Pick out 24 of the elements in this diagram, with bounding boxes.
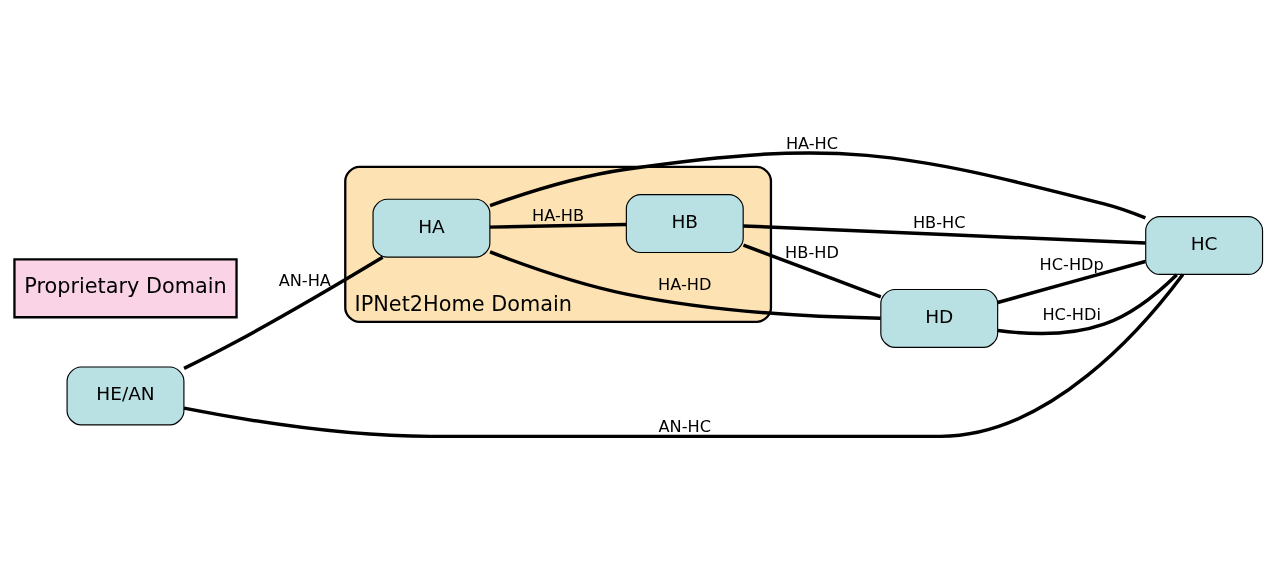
node-box: HC <box>1145 216 1264 275</box>
edge-label: AN-HC <box>658 416 712 436</box>
node-box: Proprietary Domain <box>13 258 238 319</box>
edge-label: HA-HB <box>532 206 585 226</box>
node-box: HA <box>372 198 491 258</box>
connector <box>743 224 1146 245</box>
edge-label: HC-HDp <box>1039 255 1104 275</box>
edge-label: HA-HD <box>658 274 712 294</box>
connector <box>997 273 1178 336</box>
edge-label: HB-HC <box>912 213 966 233</box>
edge-label: HC-HDi <box>1042 304 1101 324</box>
connector <box>489 151 1147 220</box>
edge-label: HA-HC <box>785 133 839 153</box>
node-box: HE/AN <box>66 366 185 426</box>
connector <box>489 222 627 229</box>
connector <box>997 259 1146 305</box>
node-box: HB <box>625 194 744 254</box>
connector <box>742 243 882 299</box>
connector <box>183 273 1185 439</box>
connector <box>183 255 384 370</box>
edge-label: AN-HA <box>278 271 331 291</box>
connector <box>489 250 881 320</box>
edge-label: HB-HD <box>785 243 839 263</box>
node-box: HD <box>880 288 999 348</box>
